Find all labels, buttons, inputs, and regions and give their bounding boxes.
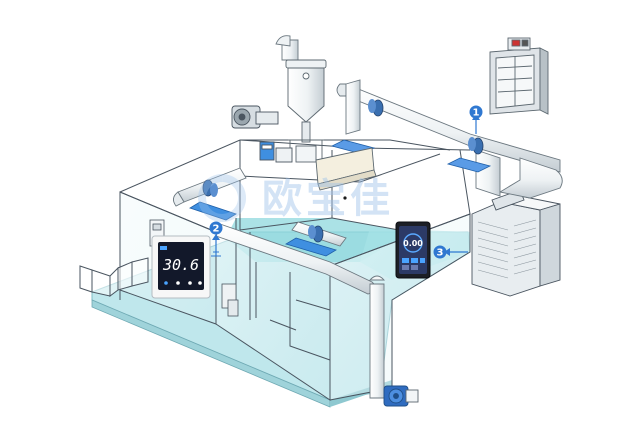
ffu-icon: [471, 189, 561, 297]
callout-1: 1: [469, 105, 483, 134]
thermostat-icon[interactable]: 30.6: [151, 235, 211, 299]
thermostat-reading: 30.6: [162, 256, 199, 274]
callout-3-label: 3: [437, 248, 444, 259]
callout-2: 2: [209, 221, 223, 257]
phone-reading: 0.00: [403, 239, 423, 248]
watermark: 欧宝佳: [198, 174, 394, 222]
ceiling-marker: [343, 196, 347, 200]
callout-3: 3: [433, 245, 468, 259]
roof-equipment-box: [315, 147, 377, 191]
exhaust-fan-icon: [383, 385, 419, 407]
duct-valves: [202, 99, 484, 243]
fan-icon: [231, 105, 293, 163]
dust-collector-icon: [285, 59, 327, 163]
watermark-text: 欧宝佳: [262, 176, 394, 222]
callout-2-label: 2: [213, 224, 220, 235]
duct-system: [173, 35, 563, 399]
callout-1-label: 1: [473, 108, 480, 119]
phone-app-icon[interactable]: 0.00: [395, 221, 431, 279]
front-low-walls: [79, 257, 149, 297]
damper-icon: [489, 37, 549, 115]
